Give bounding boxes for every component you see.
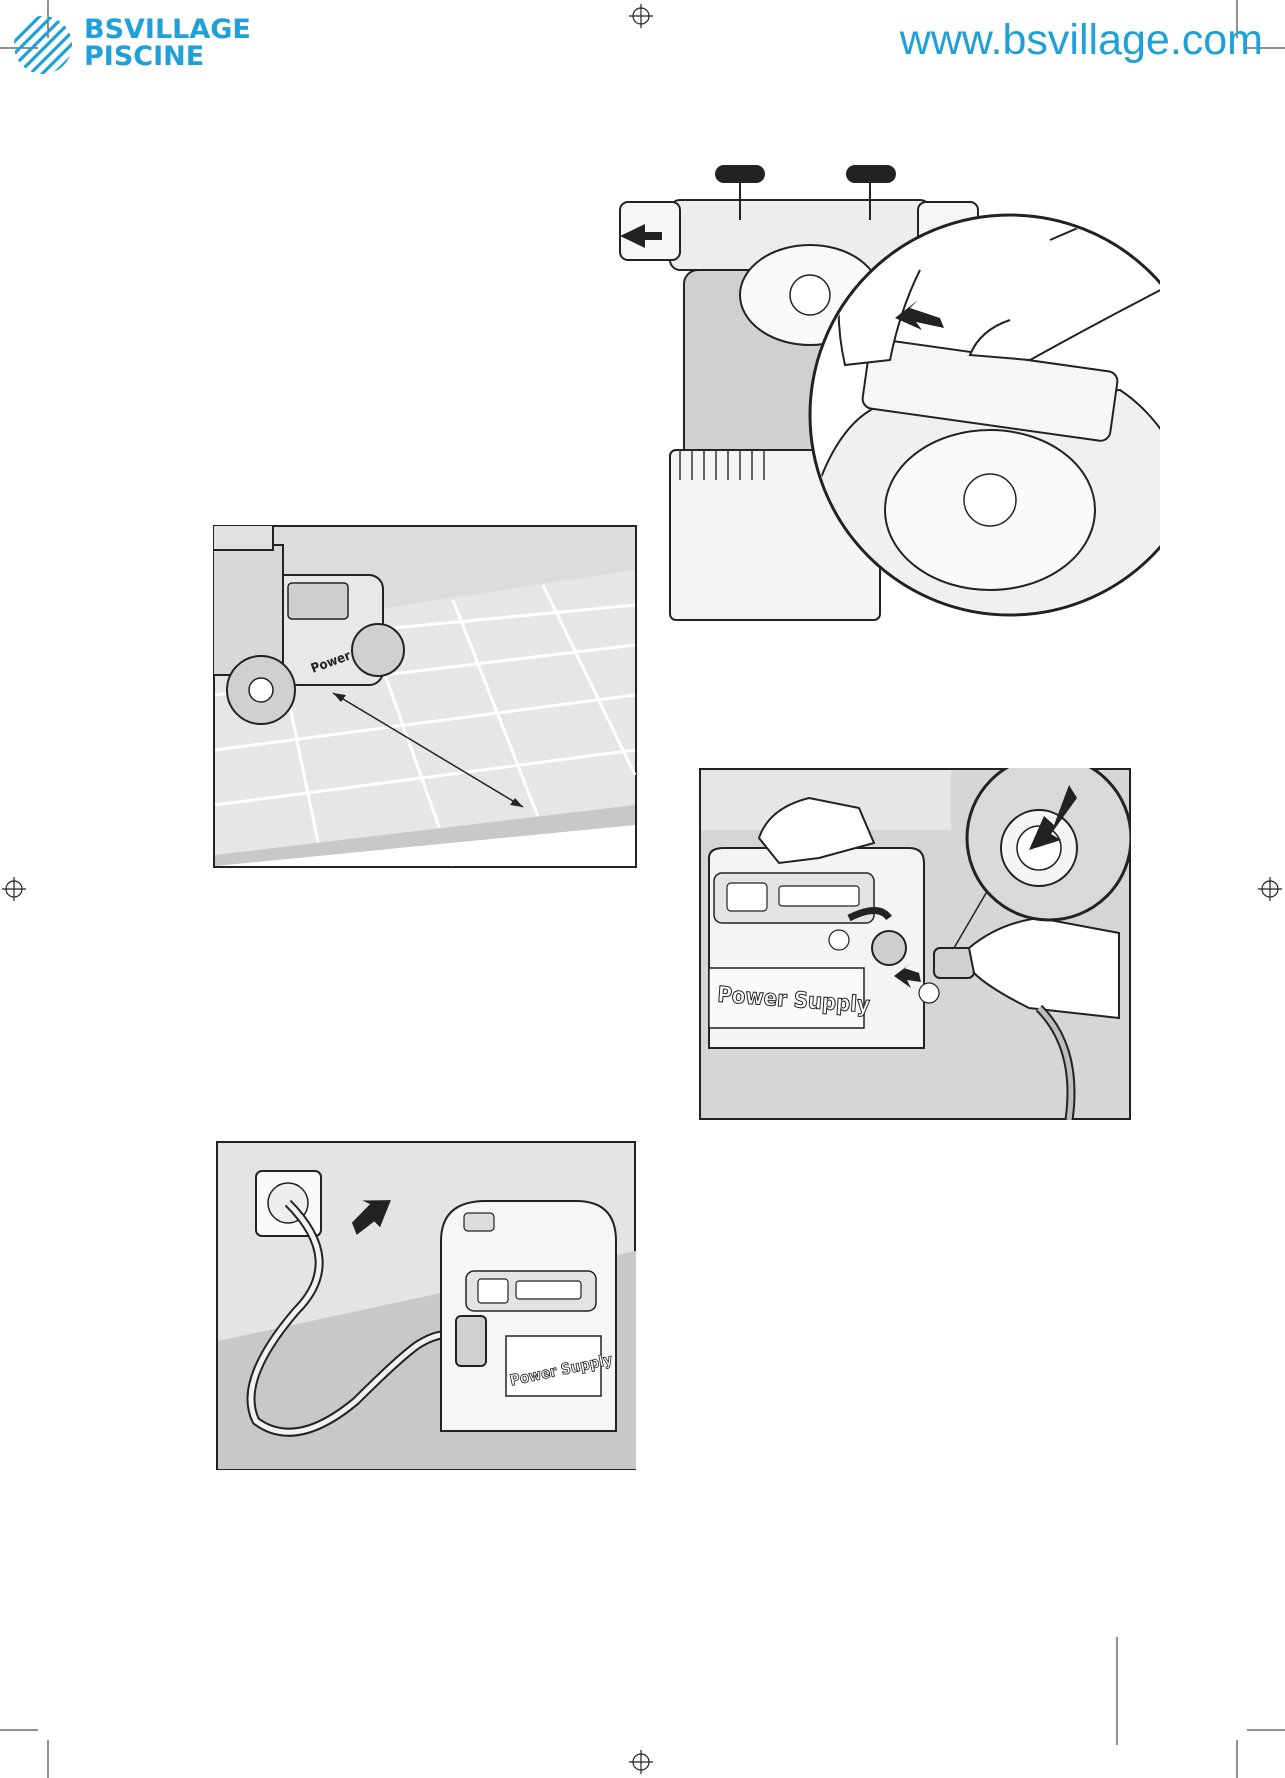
brand-line-1: BSVILLAGE	[84, 16, 251, 43]
site-url: www.bsvillage.com	[900, 16, 1263, 65]
brand-line-2: PISCINE	[84, 43, 251, 70]
registration-mark-icon	[2, 877, 26, 901]
registration-mark-icon	[629, 4, 653, 28]
brand-logo: BSVILLAGE PISCINE	[12, 14, 272, 78]
brand-name: BSVILLAGE PISCINE	[84, 16, 251, 70]
figure-handle-adjust	[600, 150, 1160, 630]
logo-stripes-icon	[12, 14, 78, 76]
registration-mark-icon	[629, 1750, 653, 1774]
figure-plug-into-wall: Power Supply	[216, 1141, 636, 1470]
figure-robot-on-deck: Power Supply	[213, 525, 637, 868]
registration-mark-icon	[1258, 877, 1282, 901]
figure-connect-cable: Power Supply	[699, 768, 1131, 1120]
